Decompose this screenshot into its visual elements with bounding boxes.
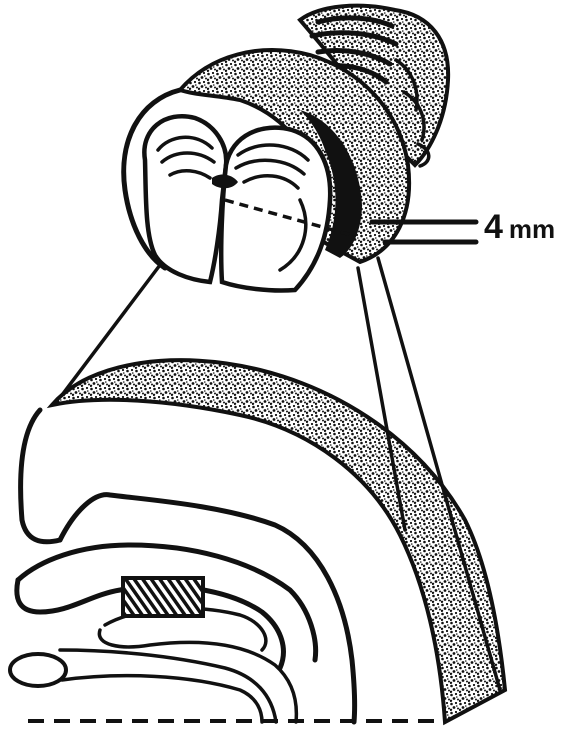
inset-left-lobe xyxy=(144,116,226,282)
curled-structure-layer-6 xyxy=(62,676,262,722)
scale-bar-unit: mm xyxy=(509,214,555,244)
inset-right-lobe xyxy=(221,128,330,291)
scale-bar-value: 4 xyxy=(484,208,503,246)
hatched-sample-rectangle xyxy=(123,578,203,616)
curled-structure-layer-5 xyxy=(60,650,276,722)
lower-inner-boundary xyxy=(21,410,60,542)
lower-left-oval xyxy=(10,654,66,686)
